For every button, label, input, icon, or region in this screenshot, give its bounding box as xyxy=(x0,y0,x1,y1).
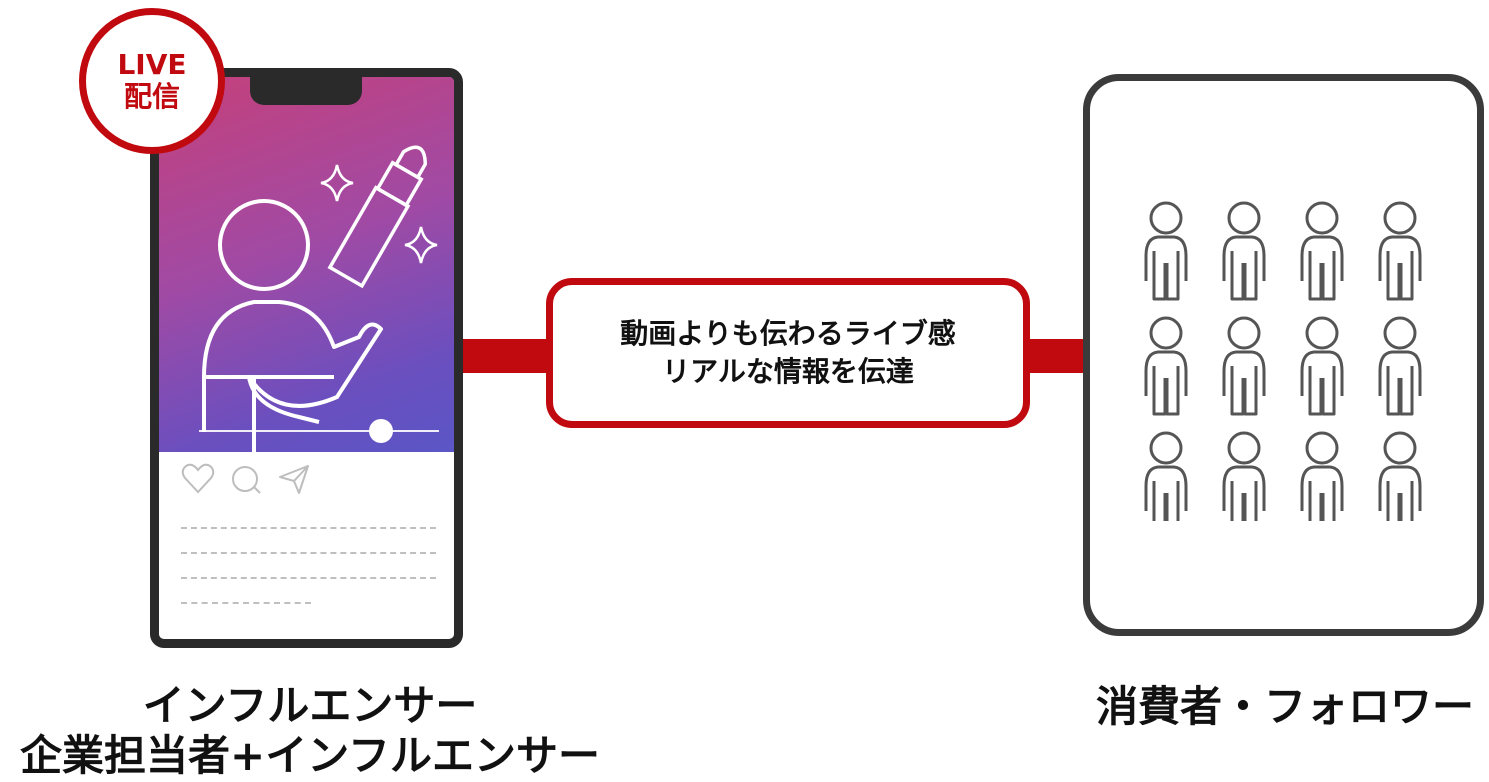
comment-icon[interactable] xyxy=(229,463,263,495)
sparkle-icon xyxy=(320,164,354,202)
person-icon xyxy=(1378,316,1422,416)
live-video-screen xyxy=(159,77,454,452)
caption-influencer-line2: 企業担当者+インフルエンサー xyxy=(20,731,600,781)
person-body xyxy=(202,300,383,432)
person-icon xyxy=(1222,201,1266,301)
live-badge: LIVE 配信 xyxy=(79,8,225,154)
text-placeholder-line xyxy=(181,602,311,604)
live-badge-line1: LIVE xyxy=(117,47,187,81)
person-icon xyxy=(1300,431,1344,521)
smartphone xyxy=(150,68,463,648)
person-icon xyxy=(1378,431,1422,521)
person-icon xyxy=(1300,316,1344,416)
sparkle-icon xyxy=(404,226,438,264)
send-icon[interactable] xyxy=(277,463,311,495)
text-placeholder-line xyxy=(181,577,436,579)
followers-box xyxy=(1083,74,1484,636)
post-action-bar xyxy=(181,463,311,495)
heart-icon[interactable] xyxy=(181,463,215,495)
text-placeholder-line xyxy=(181,527,436,529)
caption-influencer: インフルエンサー 企業担当者+インフルエンサー xyxy=(0,681,620,782)
followers-grid xyxy=(1144,201,1422,521)
text-placeholder-line xyxy=(181,552,436,554)
caption-influencer-line1: インフルエンサー xyxy=(142,681,478,730)
message-line1: 動画よりも伝わるライブ感 xyxy=(620,317,956,351)
live-badge-line2: 配信 xyxy=(123,80,180,113)
person-icon xyxy=(1222,316,1266,416)
person-icon xyxy=(1300,201,1344,301)
person-icon xyxy=(1144,431,1188,521)
person-icon xyxy=(1378,201,1422,301)
person-icon xyxy=(1144,316,1188,416)
message-line2: リアルな情報を伝達 xyxy=(662,355,914,388)
person-icon xyxy=(1144,201,1188,301)
caption-followers: 消費者・フォロワー xyxy=(1095,682,1474,731)
playback-knob xyxy=(369,419,393,443)
person-icon xyxy=(1222,431,1266,521)
person-head xyxy=(218,199,310,291)
influencer-makeup-illustration xyxy=(199,145,439,452)
phone-notch xyxy=(250,77,362,105)
message-box: 動画よりも伝わるライブ感 リアルな情報を伝達 xyxy=(546,278,1030,428)
lipstick-icon xyxy=(327,145,428,289)
